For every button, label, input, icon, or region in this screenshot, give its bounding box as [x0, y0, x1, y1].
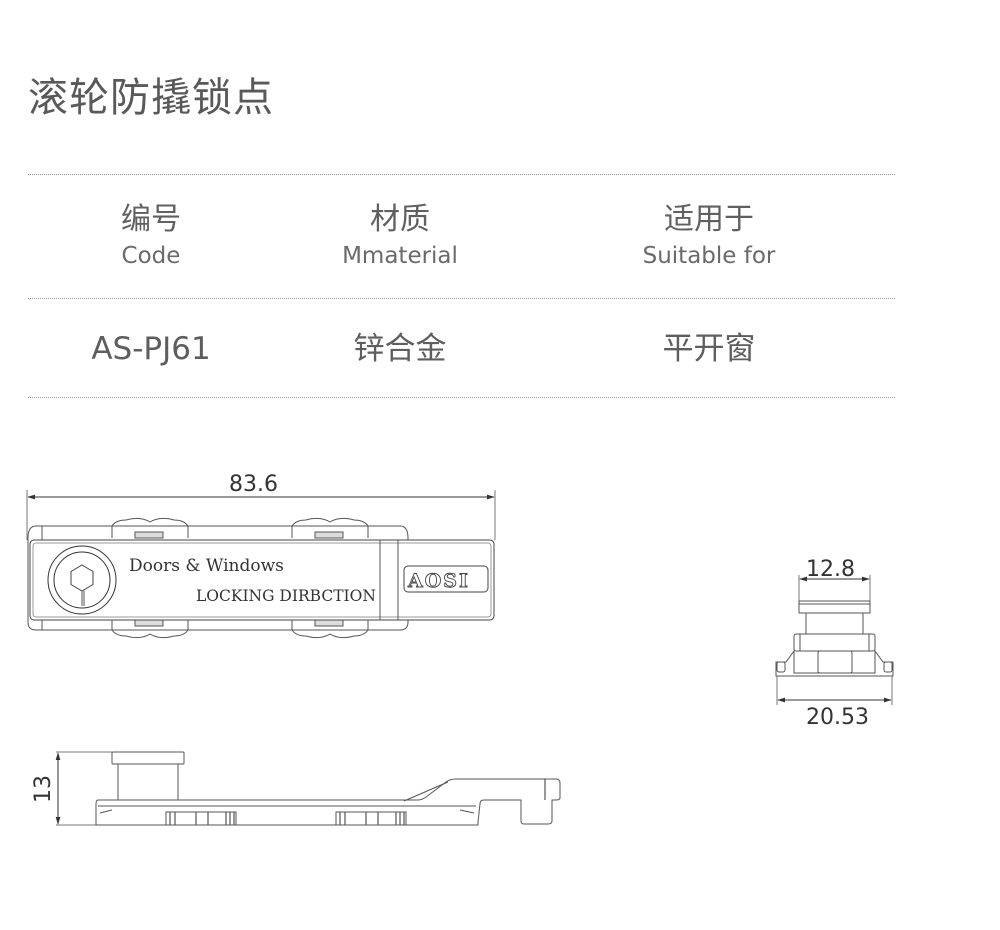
divider-top: [28, 174, 895, 175]
plate-text-doors-windows: Doors & Windows: [129, 556, 284, 576]
value-code: AS-PJ61: [91, 331, 211, 367]
dimension-length: 83.6: [229, 472, 278, 497]
header-material-cn: 材质: [370, 202, 430, 237]
side-view-drawing: [55, 751, 561, 826]
top-view-drawing: [26, 490, 496, 639]
header-code-en: Code: [121, 243, 181, 269]
divider-bottom: [28, 397, 895, 398]
header-suitable-cn: 适用于: [664, 202, 754, 237]
header-material-en: Mmaterial: [342, 243, 458, 269]
value-material: 锌合金: [353, 331, 447, 367]
header-material: 材质 Mmaterial: [280, 205, 520, 268]
dimension-top-width: 12.8: [806, 557, 855, 582]
plate-text-locking-direction: LOCKING DIRBCTION: [196, 587, 376, 605]
divider-middle: [28, 298, 895, 299]
value-suitable-for: 平开窗: [662, 331, 756, 367]
header-code-cn: 编号: [121, 202, 181, 237]
logo-aosi: AOSI: [407, 570, 470, 592]
dimension-height: 13: [31, 775, 56, 803]
header-suitable-en: Suitable for: [642, 243, 776, 269]
header-suitable-for: 适用于 Suitable for: [589, 205, 829, 268]
page-title: 滚轮防撬锁点: [28, 75, 274, 121]
header-code: 编号 Code: [31, 205, 271, 268]
end-view-drawing: [775, 575, 894, 705]
dimension-base-width: 20.53: [806, 705, 869, 730]
